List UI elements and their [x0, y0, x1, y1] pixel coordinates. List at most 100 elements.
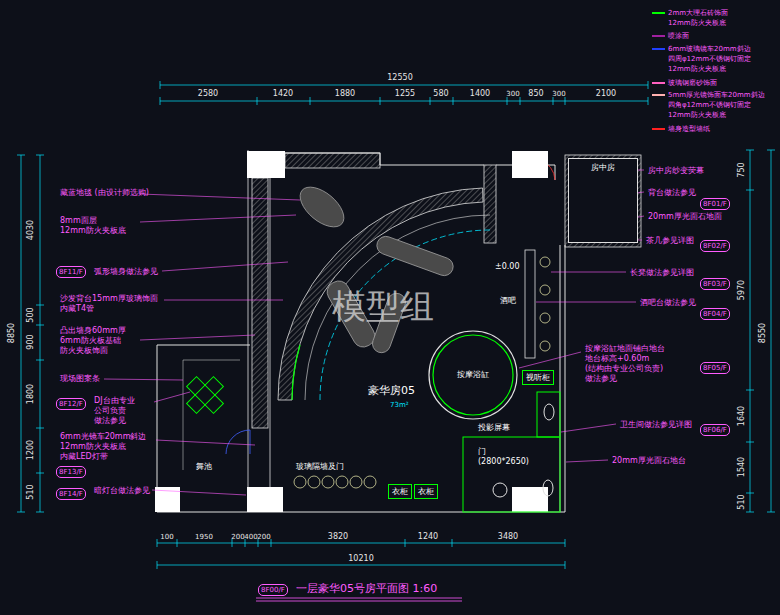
door-swing — [226, 430, 250, 454]
callout-text: 长凳做法参见详图 — [630, 268, 694, 278]
dimension-text: 1880 — [335, 89, 355, 99]
white-columns — [155, 151, 548, 512]
stool — [294, 476, 306, 488]
stool — [540, 313, 550, 323]
drawing-tag: 8F01/F — [700, 198, 730, 210]
pool-circle: 按摩浴缸 — [428, 330, 518, 420]
legend-text: 玻璃钢磨砂饰面 — [668, 78, 778, 88]
ceiling-arc — [320, 230, 490, 400]
drawing-tag: 8F12/F — [56, 398, 86, 410]
dimension-text: 10210 — [348, 554, 373, 564]
furniture-box: 衣柜 — [388, 484, 412, 499]
wall-line — [157, 345, 565, 512]
dimension-text: 5970 — [737, 280, 747, 300]
left-room — [183, 360, 250, 470]
legend-text: 墙身造型墙纸 — [668, 124, 778, 134]
plan-text: 玻璃隔墙及门 — [296, 462, 344, 472]
leader-lines — [104, 170, 644, 495]
drawing-tag: 8F02/F — [700, 240, 730, 252]
callout-text: 弧形墙身做法参见 — [94, 267, 158, 277]
dim-line — [17, 155, 25, 512]
legend-swatch — [652, 12, 665, 14]
plan-text: 门 (2800*2650) — [478, 447, 538, 467]
dimension-text: 580 — [433, 89, 448, 99]
plan-text: 酒吧 — [500, 296, 516, 306]
dimension-text: 1540 — [737, 457, 747, 477]
dimension-text: 750 — [737, 162, 747, 177]
bathroom-wall — [463, 437, 560, 512]
dimension-text: 300 — [506, 89, 519, 99]
legend-swatch — [652, 128, 665, 130]
legend-text: 2mm大理石砖饰面 12mm防火夹板底 — [668, 8, 778, 28]
dimension-text: 1800 — [26, 384, 36, 404]
stool — [322, 476, 334, 488]
drawing-tag: 8F05/F — [700, 362, 730, 374]
dimension-text: 2580 — [198, 89, 218, 99]
dimension-text: 8850 — [7, 323, 17, 343]
chair — [187, 377, 224, 414]
dimension-text: 510 — [737, 494, 747, 509]
toilet — [543, 480, 553, 496]
dimension-text: 1640 — [737, 406, 747, 426]
node-label: 视听柜 — [523, 373, 553, 383]
long-bench — [374, 234, 455, 278]
callout-text: 房中房纱变荧幕 — [648, 166, 704, 176]
column-block — [512, 487, 548, 512]
callout-text: DJ台由专业 公司负责 做法参见 — [94, 396, 152, 426]
plan-text: 投影屏幕 — [478, 423, 510, 433]
node-label: 房中房 — [569, 163, 637, 173]
watermark: 模型组 — [332, 284, 434, 330]
dimension-text: 1950 — [195, 532, 213, 542]
dimension-text: 1420 — [273, 89, 293, 99]
column-block — [512, 151, 548, 178]
dimension-text: 3480 — [498, 532, 518, 542]
callout-text: 现场图案条 — [60, 374, 100, 384]
dimension-text: 900 — [26, 334, 36, 349]
circle-ring — [433, 335, 513, 415]
legend-text: 喷涂面 — [668, 31, 778, 41]
legend-swatch — [652, 35, 665, 37]
leader-line — [104, 194, 300, 495]
plan-text: ±0.00 — [495, 262, 520, 272]
dim-line — [36, 155, 44, 512]
legend-text: 6mm玻璃镜车20mm斜边 四周φ12mm不锈钢钉固定 12mm防火夹板底 — [668, 44, 778, 74]
dimension-text: 1200 — [26, 440, 36, 460]
dimension-text: 300 — [552, 89, 565, 99]
dim-line — [746, 150, 754, 512]
dim-line — [160, 97, 648, 105]
column — [484, 165, 496, 243]
dimension-text: 510 — [26, 484, 36, 499]
stool — [350, 476, 362, 488]
partition-line — [183, 360, 240, 470]
callout-text: 20mm厚光面石地台 — [612, 456, 686, 466]
dim-line — [160, 81, 648, 89]
furniture-box: 视听柜 — [522, 370, 554, 385]
legend-swatch — [652, 48, 665, 50]
room-box: 房中房 — [568, 158, 638, 243]
dimension-text: 400 — [244, 532, 257, 542]
dimension-text: 1240 — [418, 532, 438, 542]
stool — [336, 476, 348, 488]
toilet-room — [537, 392, 560, 437]
furniture — [293, 180, 456, 356]
dimension-text: 1255 — [395, 89, 415, 99]
callout-text: 沙发背台15mm厚玻璃饰面 内藏T4管 — [60, 294, 160, 314]
column-block — [247, 487, 283, 512]
stool — [308, 476, 320, 488]
plan-text: 73m² — [390, 400, 409, 410]
dimension-lines — [17, 81, 775, 569]
stools — [294, 250, 550, 488]
title-underline — [256, 598, 462, 601]
dimension-text: 500 — [26, 307, 36, 322]
sofa — [293, 180, 351, 235]
dimension-text: 12550 — [387, 73, 412, 83]
bar-counter — [525, 250, 535, 358]
dimension-text: 200 — [231, 532, 244, 542]
wall — [285, 153, 380, 168]
dimension-text: 850 — [528, 89, 543, 99]
stool — [540, 341, 550, 351]
dimension-text: 2100 — [596, 89, 616, 99]
drawing-tag: 8F13/F — [56, 466, 86, 478]
callout-text: 暗灯台做法参见 — [94, 486, 150, 496]
